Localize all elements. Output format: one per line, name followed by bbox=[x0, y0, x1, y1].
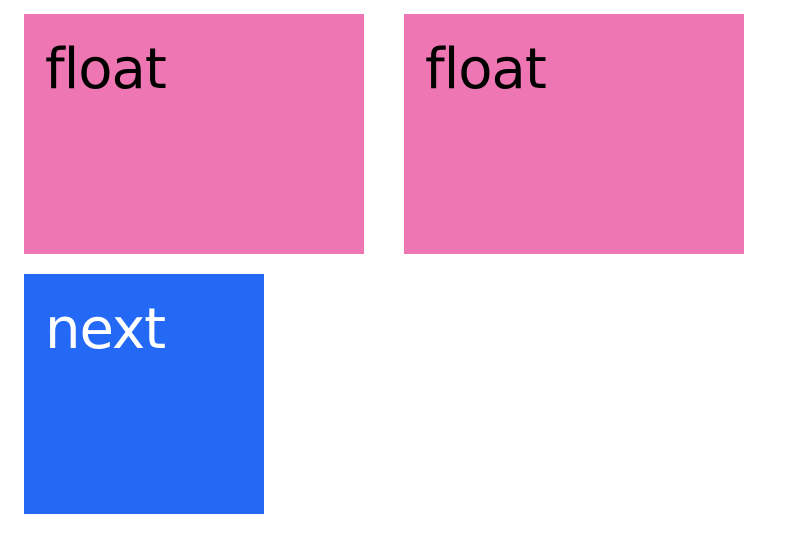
next-box-label: next bbox=[45, 297, 166, 362]
float-box-1-label: float bbox=[45, 37, 167, 102]
next-box: next bbox=[24, 274, 264, 514]
float-box-1: float bbox=[24, 14, 364, 254]
float-box-2-label: float bbox=[425, 37, 547, 102]
float-box-2: float bbox=[404, 14, 744, 254]
